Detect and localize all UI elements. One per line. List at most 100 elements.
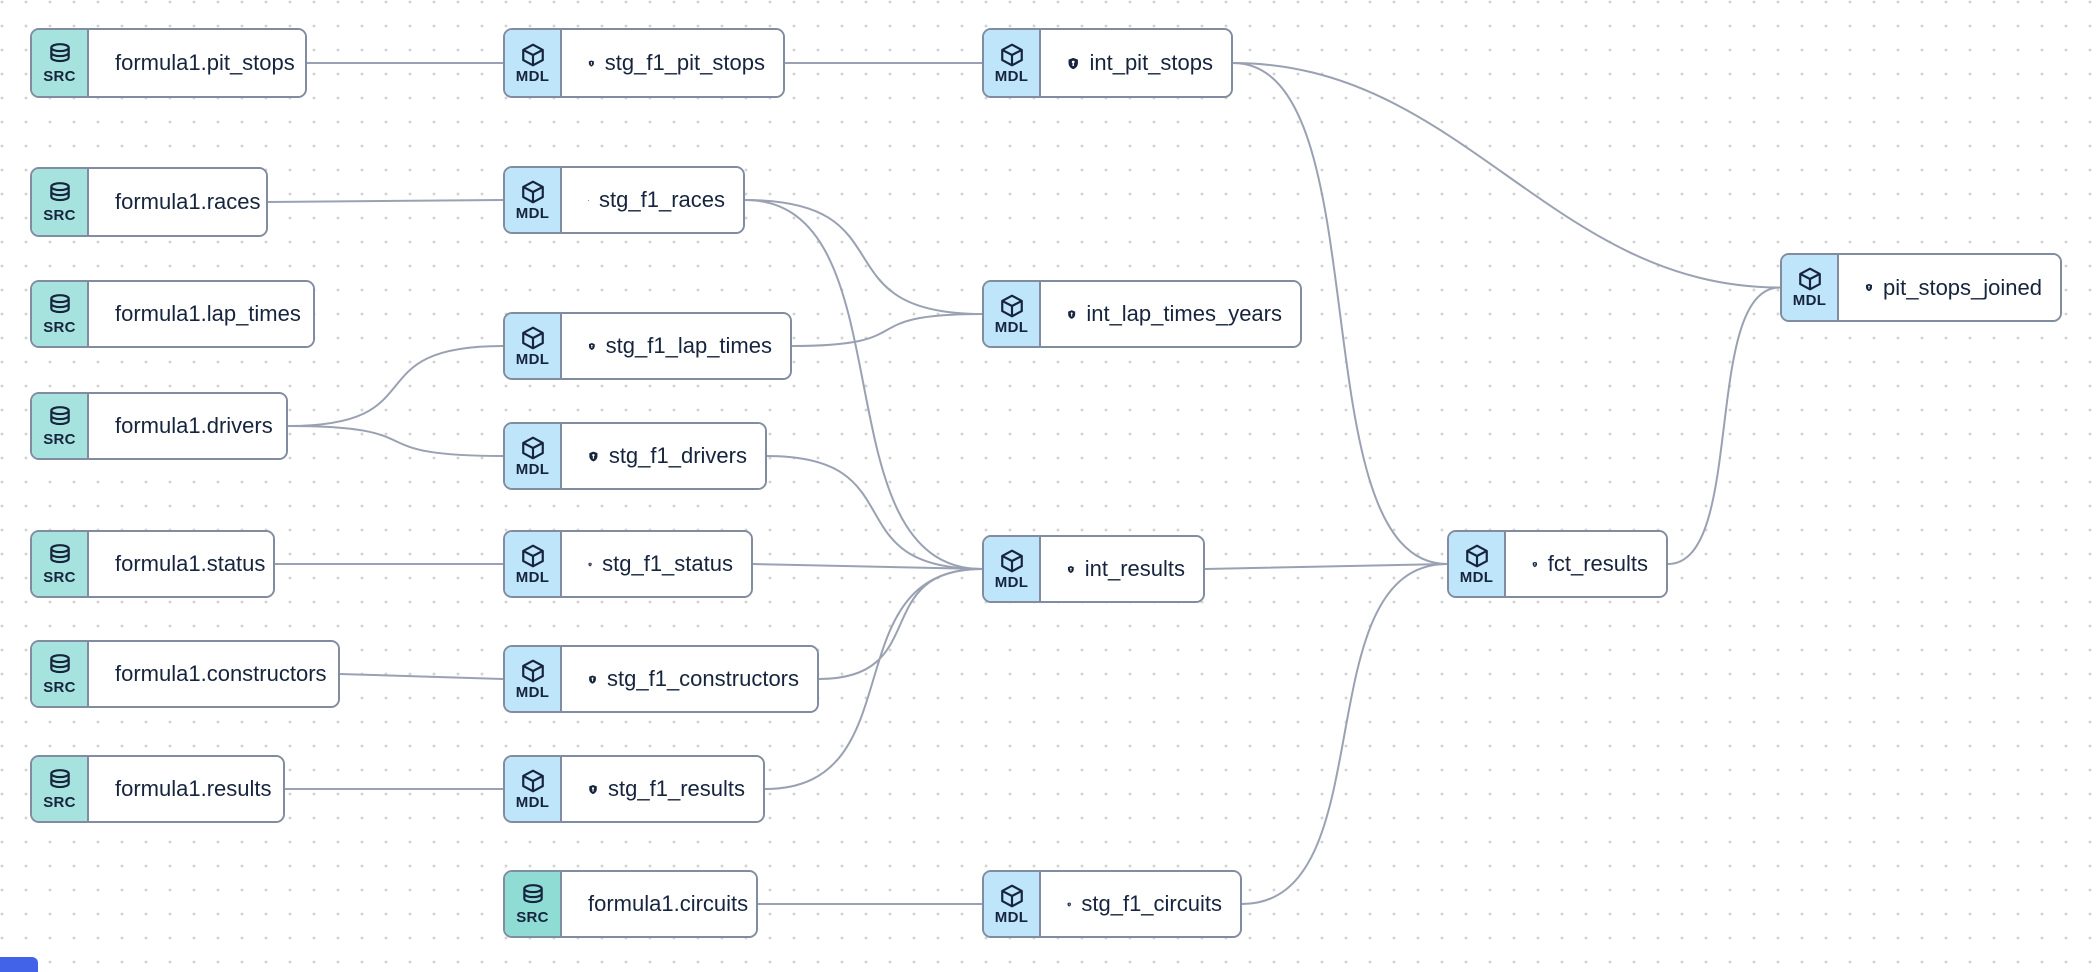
source-badge: SRC — [32, 757, 89, 821]
shield-icon — [1067, 902, 1071, 907]
model-badge: MDL — [984, 537, 1041, 601]
shield-icon — [589, 451, 598, 461]
source-badge: SRC — [505, 872, 562, 936]
node-label: stg_f1_circuits — [1081, 891, 1222, 916]
badge-label: SRC — [43, 568, 76, 586]
cube-icon — [521, 326, 544, 349]
node-body: fct_results — [1506, 532, 1666, 596]
shield-icon — [1532, 561, 1538, 567]
cube-icon — [1000, 884, 1023, 907]
cube-icon — [1000, 549, 1023, 572]
corner-accent — [0, 957, 38, 972]
model-badge: MDL — [505, 532, 562, 596]
node-stg_f1_status[interactable]: MDL stg_f1_status — [503, 530, 753, 598]
edge-src_drivers-to-stg_f1_drivers — [287, 425, 504, 457]
node-int_results[interactable]: MDL int_results — [982, 535, 1205, 603]
source-badge: SRC — [32, 169, 89, 235]
database-icon — [49, 543, 70, 563]
badge-label: MDL — [515, 683, 550, 701]
node-label: stg_f1_status — [602, 551, 733, 576]
node-body: stg_f1_drivers — [562, 424, 765, 488]
node-body: formula1.circuits — [562, 872, 756, 936]
badge-label: MDL — [515, 67, 550, 85]
cube-icon — [1465, 544, 1488, 567]
edge-stg_f1_races-to-int_lap_times_years — [744, 199, 983, 315]
badge-label: MDL — [515, 350, 550, 368]
source-badge: SRC — [32, 394, 89, 458]
database-icon — [522, 883, 543, 903]
node-stg_f1_pit_stops[interactable]: MDL stg_f1_pit_stops — [503, 28, 785, 98]
source-badge: SRC — [32, 282, 89, 346]
database-icon — [49, 653, 70, 673]
edge-stg_f1_constructors-to-int_results — [818, 568, 983, 680]
cube-icon — [521, 43, 544, 66]
edge-stg_f1_status-to-int_results — [752, 563, 983, 570]
node-src_circuits[interactable]: SRC formula1.circuits — [503, 870, 758, 938]
node-label: int_lap_times_years — [1086, 301, 1282, 326]
model-badge: MDL — [505, 424, 562, 488]
shield-icon — [589, 784, 597, 794]
edge-src_races-to-stg_f1_races — [267, 199, 504, 203]
badge-label: MDL — [994, 573, 1029, 591]
cube-icon — [1798, 267, 1821, 291]
node-label: formula1.races — [115, 189, 261, 214]
node-label: stg_f1_pit_stops — [604, 50, 765, 75]
badge-label: MDL — [1459, 568, 1494, 586]
badge-label: MDL — [515, 460, 550, 478]
model-badge: MDL — [505, 314, 562, 378]
node-label: stg_f1_constructors — [607, 666, 799, 691]
model-badge: MDL — [984, 282, 1041, 346]
shield-icon — [588, 342, 595, 350]
shield-icon — [1068, 309, 1076, 319]
shield-icon — [1865, 283, 1872, 292]
node-label: int_results — [1084, 556, 1185, 581]
edge-stg_f1_lap_times-to-int_lap_times_years — [791, 313, 983, 347]
node-body: int_lap_times_years — [1041, 282, 1300, 346]
edge-stg_f1_drivers-to-int_results — [766, 455, 983, 570]
node-int_lap_times_years[interactable]: MDL int_lap_times_years — [982, 280, 1302, 348]
node-src_pit_stops[interactable]: SRC formula1.pit_stops — [30, 28, 307, 98]
node-body: int_pit_stops — [1041, 30, 1231, 96]
node-src_races[interactable]: SRC formula1.races — [30, 167, 268, 237]
edge-stg_f1_circuits-to-fct_results — [1241, 563, 1448, 905]
node-stg_f1_drivers[interactable]: MDL stg_f1_drivers — [503, 422, 767, 490]
node-body: formula1.drivers — [89, 394, 286, 458]
node-body: formula1.results — [89, 757, 283, 821]
node-body: stg_f1_results — [562, 757, 763, 821]
node-src_drivers[interactable]: SRC formula1.drivers — [30, 392, 288, 460]
model-badge: MDL — [505, 647, 562, 711]
database-icon — [49, 768, 70, 788]
node-body: formula1.races — [89, 169, 266, 235]
node-body: formula1.pit_stops — [89, 30, 305, 96]
node-body: formula1.constructors — [89, 642, 338, 706]
node-stg_f1_constructors[interactable]: MDL stg_f1_constructors — [503, 645, 819, 713]
edge-fct_results-to-pit_stops_joined — [1667, 286, 1781, 565]
node-stg_f1_lap_times[interactable]: MDL stg_f1_lap_times — [503, 312, 792, 380]
badge-label: SRC — [43, 318, 76, 336]
node-fct_results[interactable]: MDL fct_results — [1447, 530, 1668, 598]
badge-label: SRC — [516, 908, 549, 926]
edge-src_drivers-to-stg_f1_lap_times — [287, 345, 504, 427]
cube-icon — [1000, 43, 1023, 66]
source-badge: SRC — [32, 30, 89, 96]
node-label: formula1.drivers — [115, 413, 273, 438]
node-label: pit_stops_joined — [1882, 274, 2042, 300]
source-badge: SRC — [32, 532, 89, 596]
model-badge: MDL — [505, 168, 562, 232]
node-label: fct_results — [1547, 551, 1648, 576]
shield-icon — [1067, 565, 1074, 573]
source-badge: SRC — [32, 642, 89, 706]
badge-label: SRC — [43, 430, 76, 448]
badge-label: SRC — [43, 67, 76, 85]
node-body: stg_f1_lap_times — [562, 314, 790, 378]
